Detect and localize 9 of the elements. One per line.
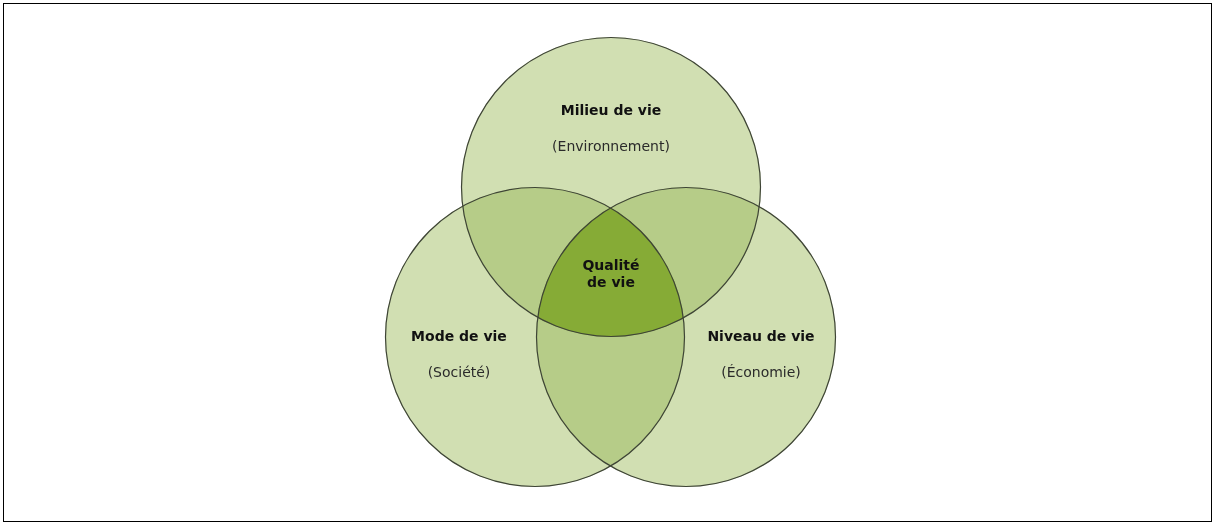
center-label: Qualité de vie [581,257,641,291]
circle-title: Mode de vie [411,328,507,344]
venn-circle [536,187,836,487]
circle-subtitle: (Société) [427,364,491,380]
venn-circle [385,187,685,487]
circle-title: Milieu de vie [560,102,662,118]
circle-subtitle: (Environnement) [552,138,670,154]
circle-subtitle: (Économie) [721,364,801,380]
circle-title: Niveau de vie [707,328,815,344]
